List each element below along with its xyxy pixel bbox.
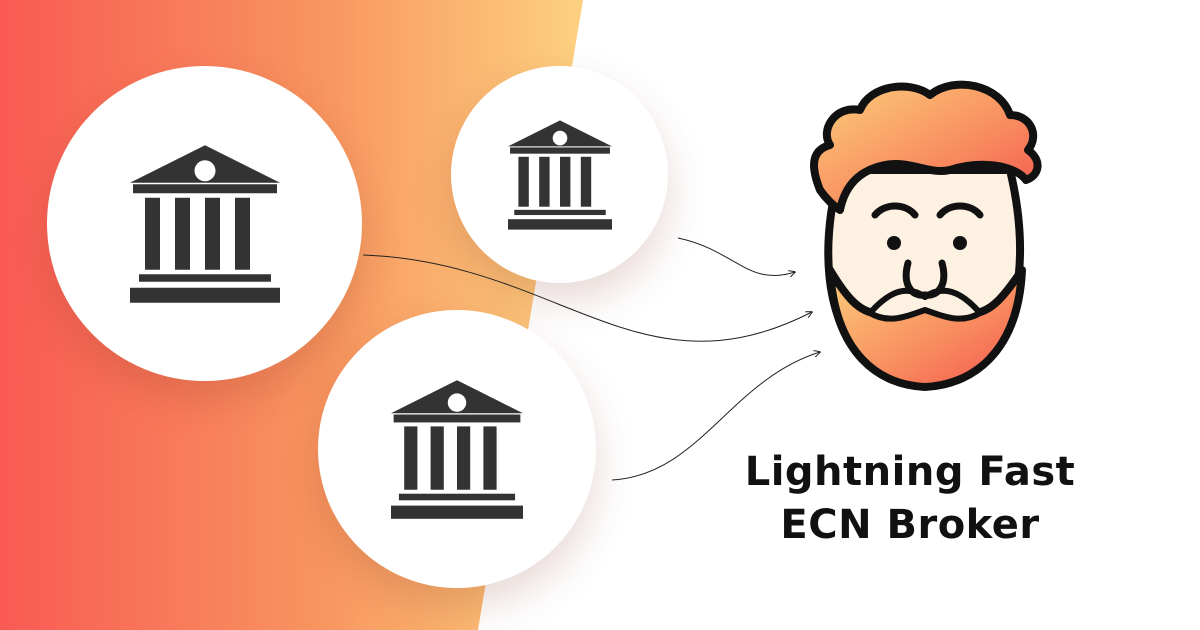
bank-circle-top <box>451 66 668 283</box>
arrow-icon <box>677 237 795 276</box>
arrow-icon <box>362 254 812 342</box>
headline-line-1: Lightning Fast <box>744 449 1076 495</box>
headline: Lightning Fast ECN Broker <box>700 446 1120 552</box>
bank-icon <box>129 144 280 303</box>
mascot-face-icon <box>810 80 1042 391</box>
headline-line-2: ECN Broker <box>780 502 1040 549</box>
arrow-icon <box>611 352 820 481</box>
bank-circle-large <box>47 66 362 381</box>
bank-circle-bottom <box>318 310 596 588</box>
bank-icon <box>391 379 523 519</box>
bank-icon <box>507 119 612 230</box>
